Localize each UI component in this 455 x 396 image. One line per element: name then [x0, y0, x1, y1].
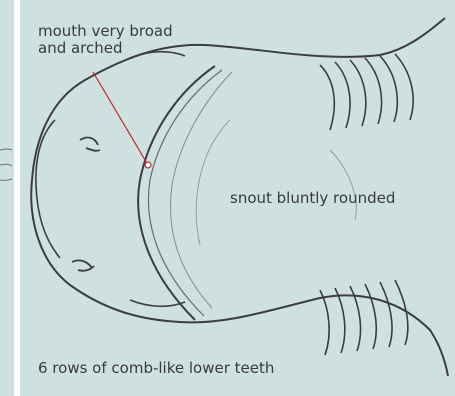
- lower-gill-slits: [320, 280, 408, 355]
- mouth-outer-arc: [138, 66, 215, 320]
- teeth-label: 6 rows of comb-like lower teeth: [38, 360, 274, 377]
- upper-gill-slits: [320, 54, 413, 130]
- mouth-leader-line: [93, 72, 148, 165]
- left-panel-sketch: [0, 149, 12, 180]
- snout-sketch-line: [196, 120, 230, 245]
- mouth-label: mouth very broad and arched: [38, 23, 173, 58]
- mouth-leader-dot: [145, 162, 151, 168]
- snout-label: snout bluntly rounded: [230, 190, 395, 207]
- upper-nostril: [80, 138, 100, 151]
- snout-sketch-line-right: [330, 150, 356, 220]
- mouth-third-arc: [171, 72, 232, 308]
- lower-nostril: [72, 260, 94, 270]
- mouth-inner-arc: [148, 70, 222, 316]
